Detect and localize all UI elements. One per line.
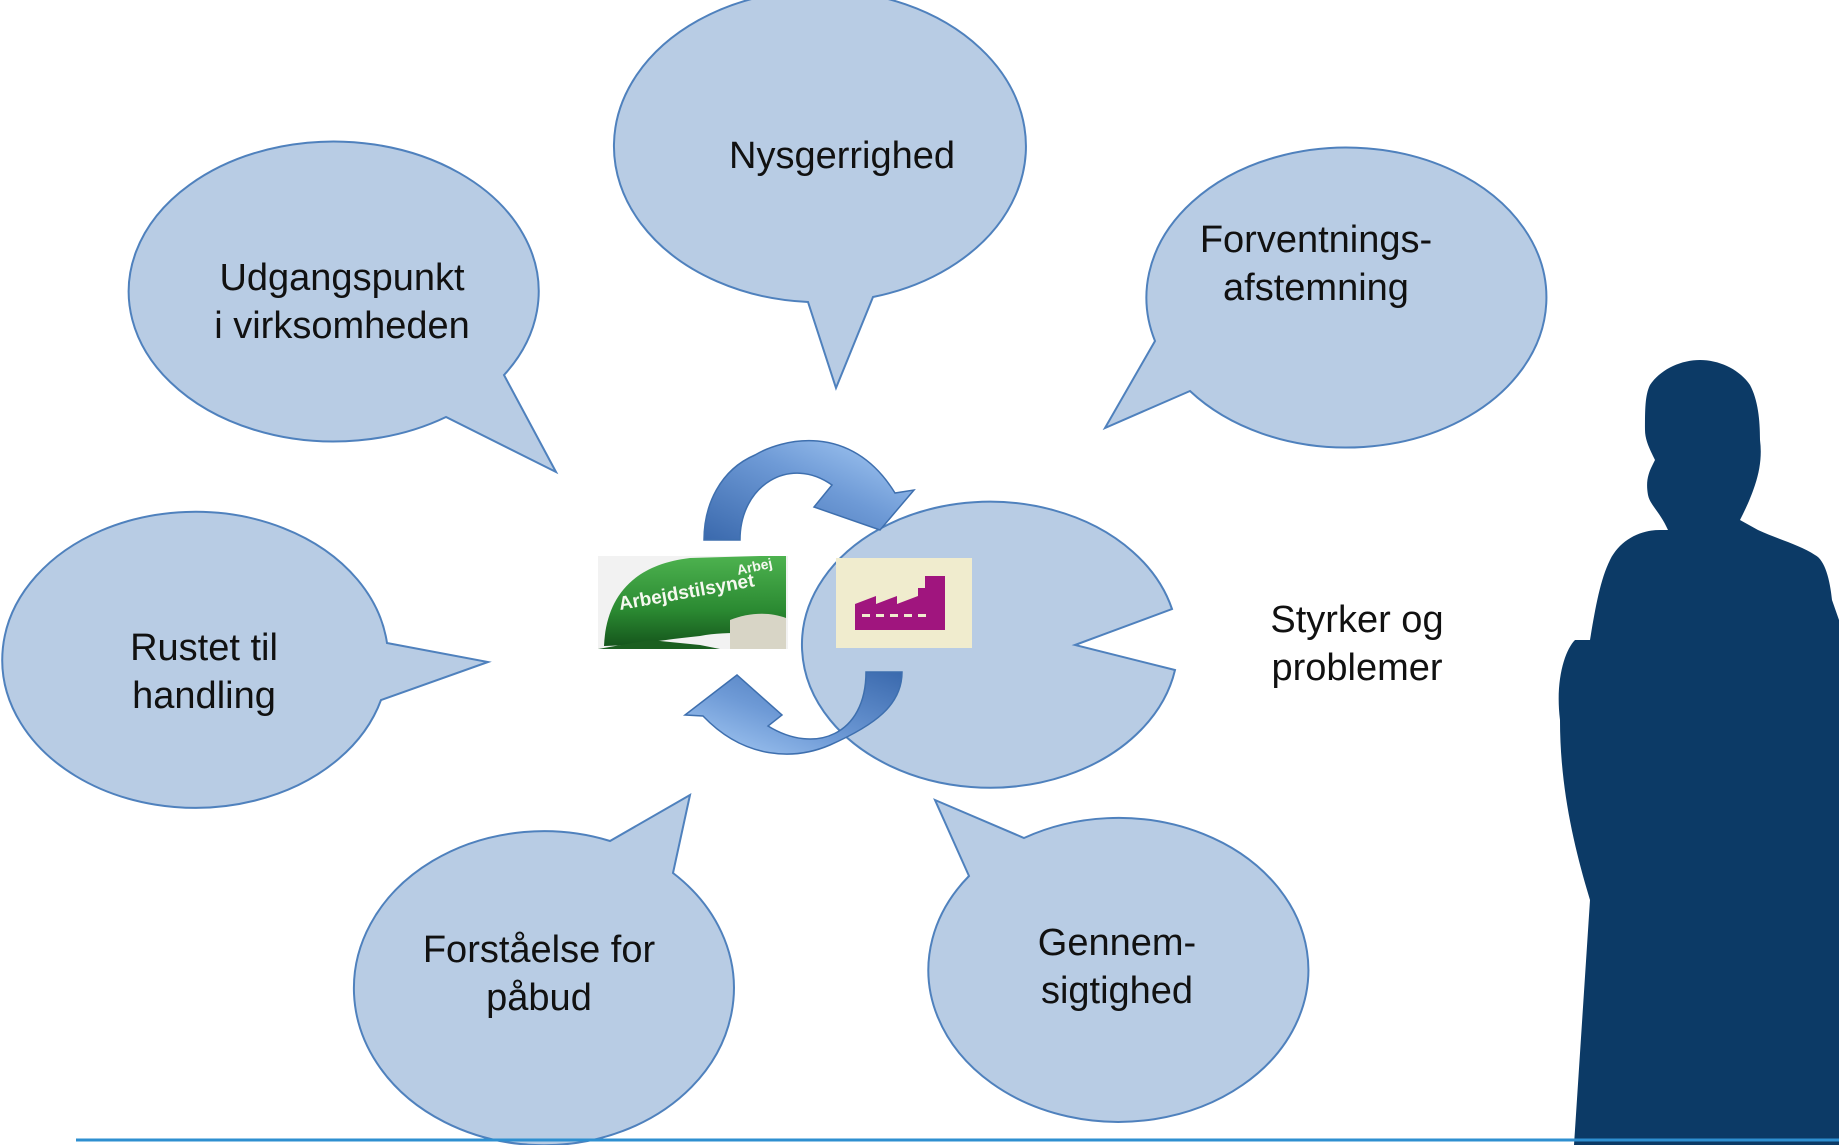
cycle-arrow-top [703,439,916,541]
bubble-forstaaelse-for-paabud [352,793,735,1145]
person-silhouette-icon [1558,360,1839,1145]
helmet-icon: Arbejdstilsynet Arbej [598,555,788,649]
label-nysgerrighed: Nysgerrighed [729,135,955,177]
bubble-udgangspunkt [127,140,559,475]
bubble-rustet-til-handling [1,510,492,809]
cycle-arrow-bottom [682,671,903,755]
label-rustet-til-handling: Rustet til handling [130,627,278,717]
label-gennemsigtighed: Gennem- sigtighed [1037,922,1197,1012]
label-udgangspunkt: Udgangspunkt i virksomheden [214,257,470,347]
cycle-arrows-icon [682,439,916,755]
bubble-forventningsafstemning [1102,146,1548,449]
label-forventningsafstemning: Forventnings- afstemning [1199,219,1433,309]
label-styrker-og-problemer: Styrker og problemer [1270,599,1444,689]
factory-icon [836,558,972,648]
label-forstaaelse-for-paabud: Forståelse for påbud [422,929,656,1019]
bubble-gennemsigtighed [927,798,1310,1123]
bubble-nysgerrighed [612,0,1027,391]
helmet-text-small: Arbej [735,555,773,578]
